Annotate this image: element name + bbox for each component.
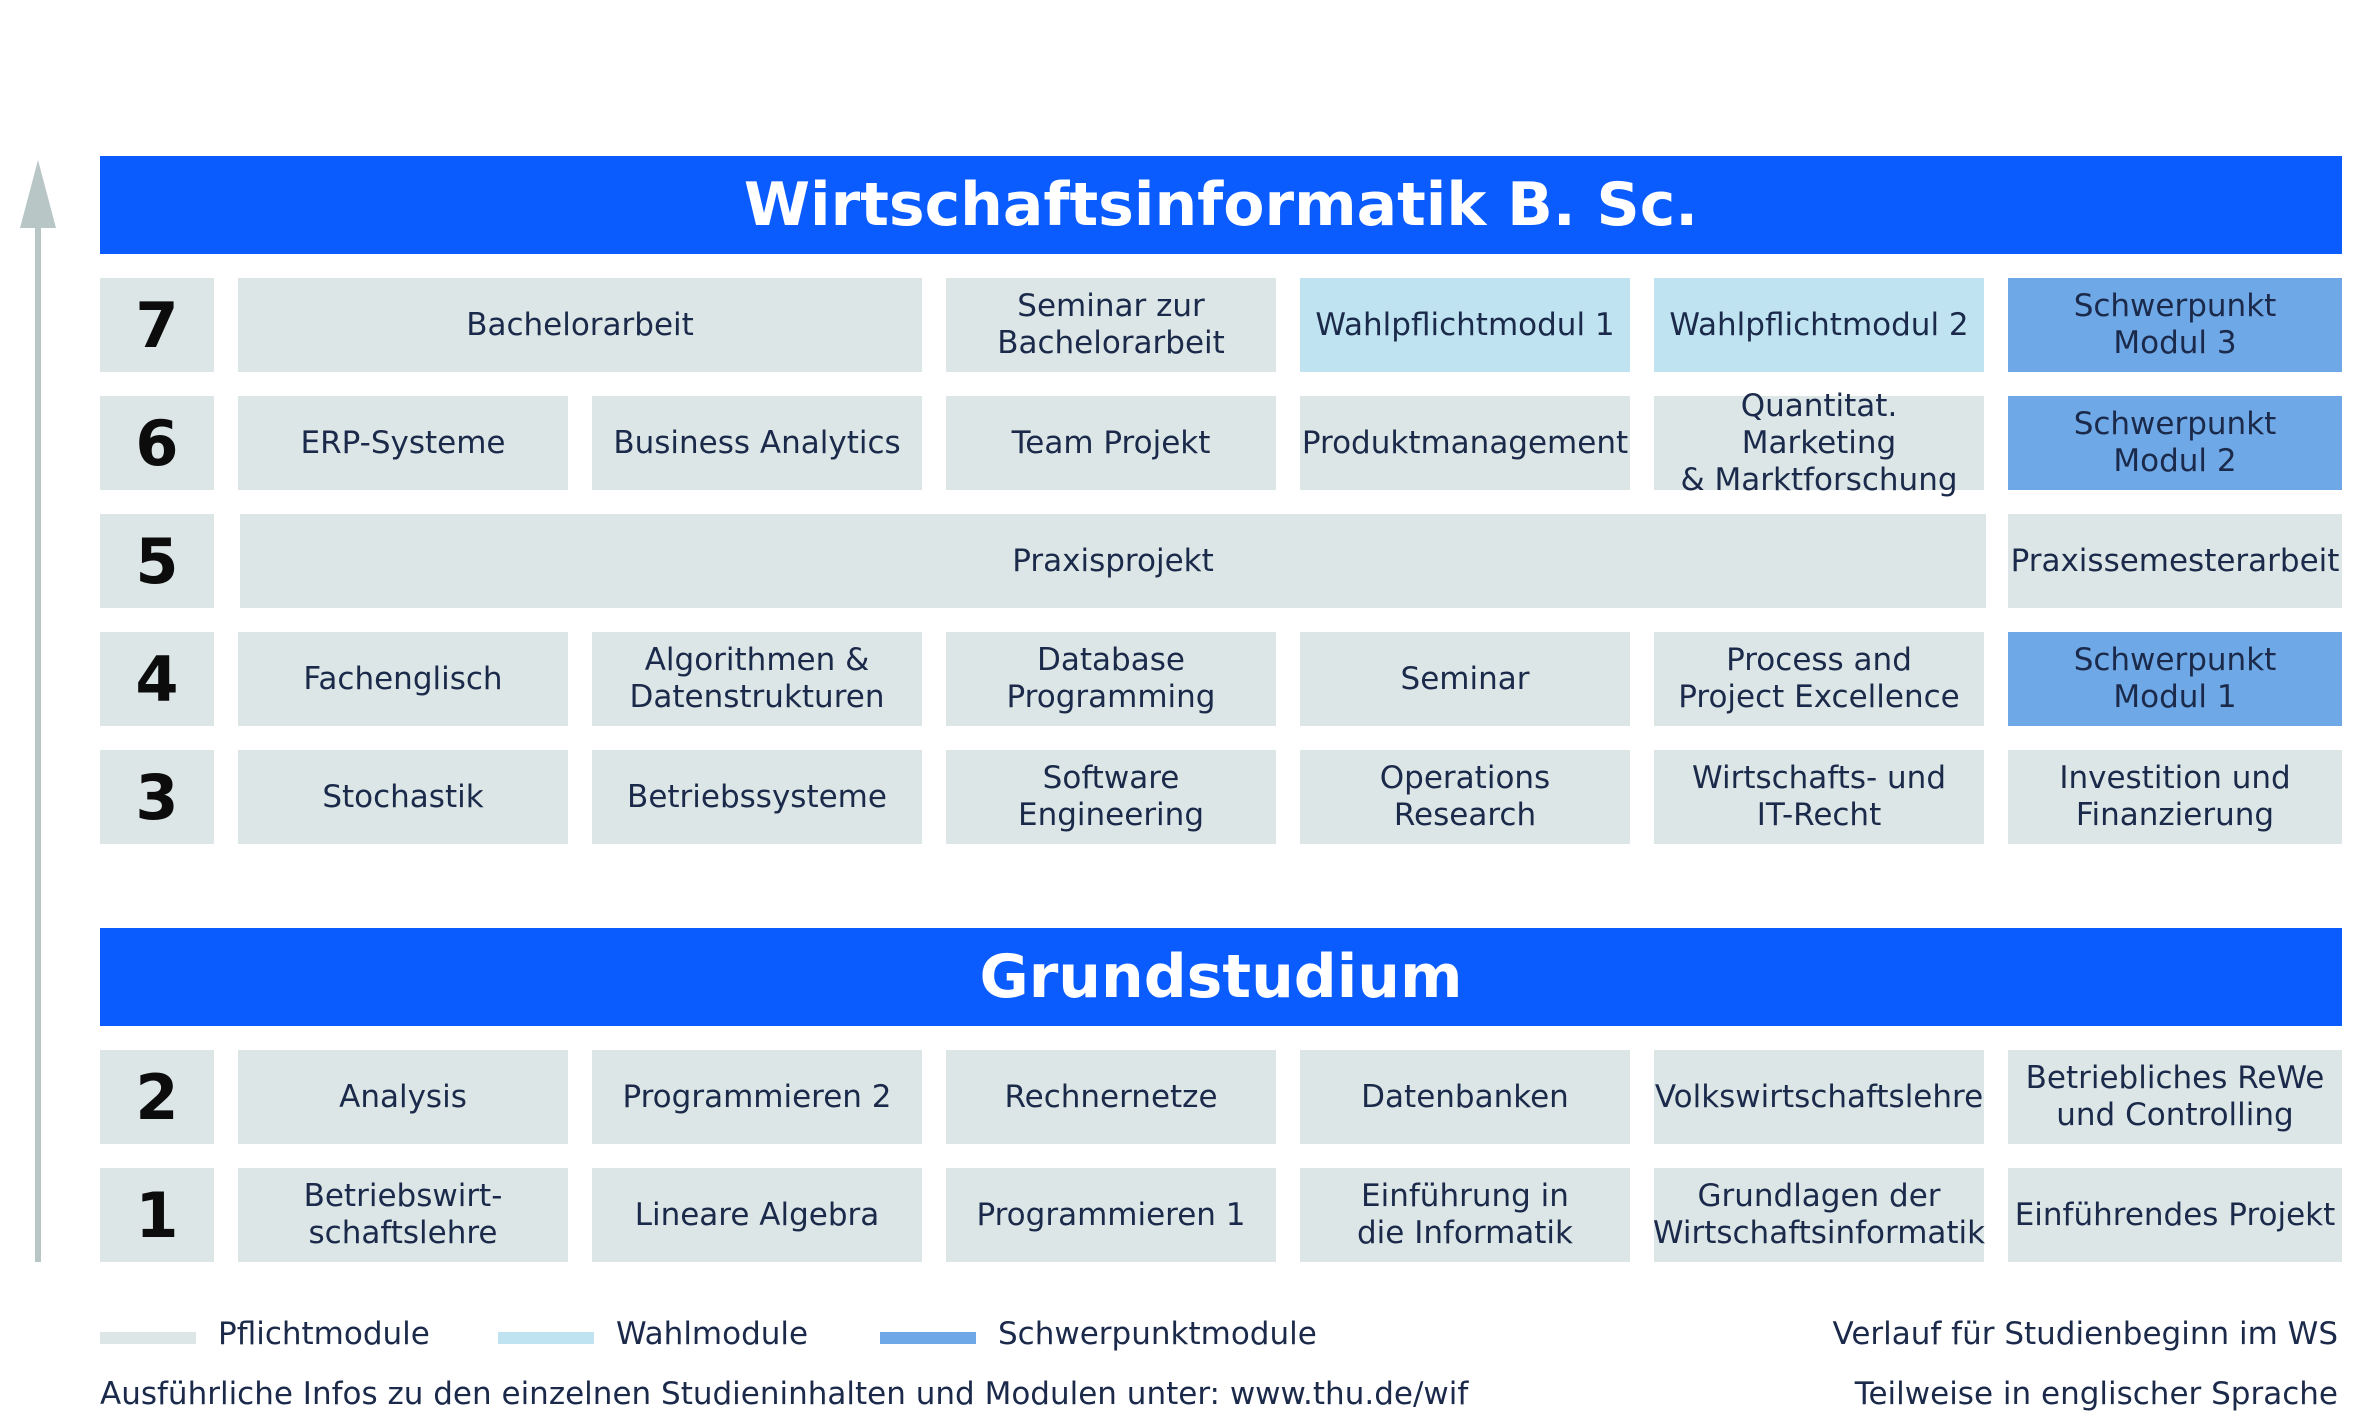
module-fachenglisch: Fachenglisch [238,632,568,726]
module-grundlagen-wi: Grundlagen der Wirtschaftsinformatik [1653,1168,1985,1262]
module-rechnernetze: Rechnernetze [946,1050,1276,1144]
module-schwerpunkt-3: Schwerpunkt Modul 3 [2008,278,2342,372]
module-einfuehrung-informatik: Einführung in die Informatik [1300,1168,1630,1262]
module-rewe-controlling: Betriebliches ReWe und Controlling [2008,1050,2342,1144]
module-vwl: Volkswirtschaftslehre [1654,1050,1984,1144]
module-erp-systeme: ERP-Systeme [238,396,568,490]
module-betriebssysteme: Betriebssysteme [592,750,922,844]
module-wahlpflicht-2: Wahlpflichtmodul 2 [1654,278,1984,372]
module-programmieren-1: Programmieren 1 [946,1168,1276,1262]
module-datenbanken: Datenbanken [1300,1050,1630,1144]
module-produktmanagement: Produktmanagement [1300,396,1630,490]
grundstudium-banner: Grundstudium [100,928,2342,1026]
module-process-excellence: Process and Project Excellence [1654,632,1984,726]
semester-row-2: 2 Analysis Programmieren 2 Rechnernetze … [100,1050,2342,1144]
semester-number: 4 [100,632,214,726]
module-algorithmen: Algorithmen & Datenstrukturen [592,632,922,726]
semester-row-7: 7 Bachelorarbeit Seminar zur Bachelorarb… [100,278,2342,372]
module-analysis: Analysis [238,1050,568,1144]
legend-label-pflicht: Pflichtmodule [218,1316,430,1352]
semester-row-1: 1 Betriebswirt- schaftslehre Lineare Alg… [100,1168,2342,1262]
semester-number: 2 [100,1050,214,1144]
progression-arrow-line [35,210,41,1262]
semester-number: 7 [100,278,214,372]
module-business-analytics: Business Analytics [592,396,922,490]
module-schwerpunkt-1: Schwerpunkt Modul 1 [2008,632,2342,726]
module-software-engineering: Software Engineering [946,750,1276,844]
legend-swatch-schwerpunkt [880,1332,976,1344]
module-praxisprojekt: Praxisprojekt [240,514,1986,608]
info-note: Ausführliche Infos zu den einzelnen Stud… [100,1376,1469,1412]
module-lineare-algebra: Lineare Algebra [592,1168,922,1262]
verlauf-note: Verlauf für Studienbeginn im WS [1832,1316,2338,1352]
progression-arrow-head [20,160,56,228]
module-schwerpunkt-2: Schwerpunkt Modul 2 [2008,396,2342,490]
sprache-note: Teilweise in englischer Sprache [1854,1376,2338,1412]
module-seminar-bachelorarbeit: Seminar zur Bachelorarbeit [946,278,1276,372]
legend-label-wahl: Wahlmodule [616,1316,809,1352]
grundstudium-title: Grundstudium [979,942,1463,1012]
semester-number: 5 [100,514,214,608]
legend-swatch-wahl [498,1332,594,1344]
module-database-programming: Database Programming [946,632,1276,726]
module-einfuehrendes-projekt: Einführendes Projekt [2008,1168,2342,1262]
module-operations-research: Operations Research [1300,750,1630,844]
semester-row-5: 5 Praxisprojekt Praxissemesterarbeit [100,514,2342,608]
semester-number: 6 [100,396,214,490]
legend-swatch-pflicht [100,1332,196,1344]
semester-row-6: 6 ERP-Systeme Business Analytics Team Pr… [100,388,2342,498]
module-seminar: Seminar [1300,632,1630,726]
module-wahlpflicht-1: Wahlpflichtmodul 1 [1300,278,1630,372]
program-title-banner: Wirtschaftsinformatik B. Sc. [100,156,2342,254]
semester-row-3: 3 Stochastik Betriebssysteme Software En… [100,750,2342,844]
module-investition: Investition und Finanzierung [2008,750,2342,844]
legend-label-schwerpunkt: Schwerpunktmodule [998,1316,1317,1352]
module-marketing: Quantitat. Marketing & Marktforschung [1654,388,1984,498]
semester-number: 1 [100,1168,214,1262]
program-title: Wirtschaftsinformatik B. Sc. [743,170,1699,240]
module-bwl: Betriebswirt- schaftslehre [238,1168,568,1262]
module-praxissemesterarbeit: Praxissemesterarbeit [2008,514,2342,608]
module-team-projekt: Team Projekt [946,396,1276,490]
module-bachelorarbeit: Bachelorarbeit [238,278,922,372]
module-programmieren-2: Programmieren 2 [592,1050,922,1144]
semester-number: 3 [100,750,214,844]
semester-row-4: 4 Fachenglisch Algorithmen & Datenstrukt… [100,632,2342,726]
module-it-recht: Wirtschafts- und IT-Recht [1654,750,1984,844]
module-stochastik: Stochastik [238,750,568,844]
